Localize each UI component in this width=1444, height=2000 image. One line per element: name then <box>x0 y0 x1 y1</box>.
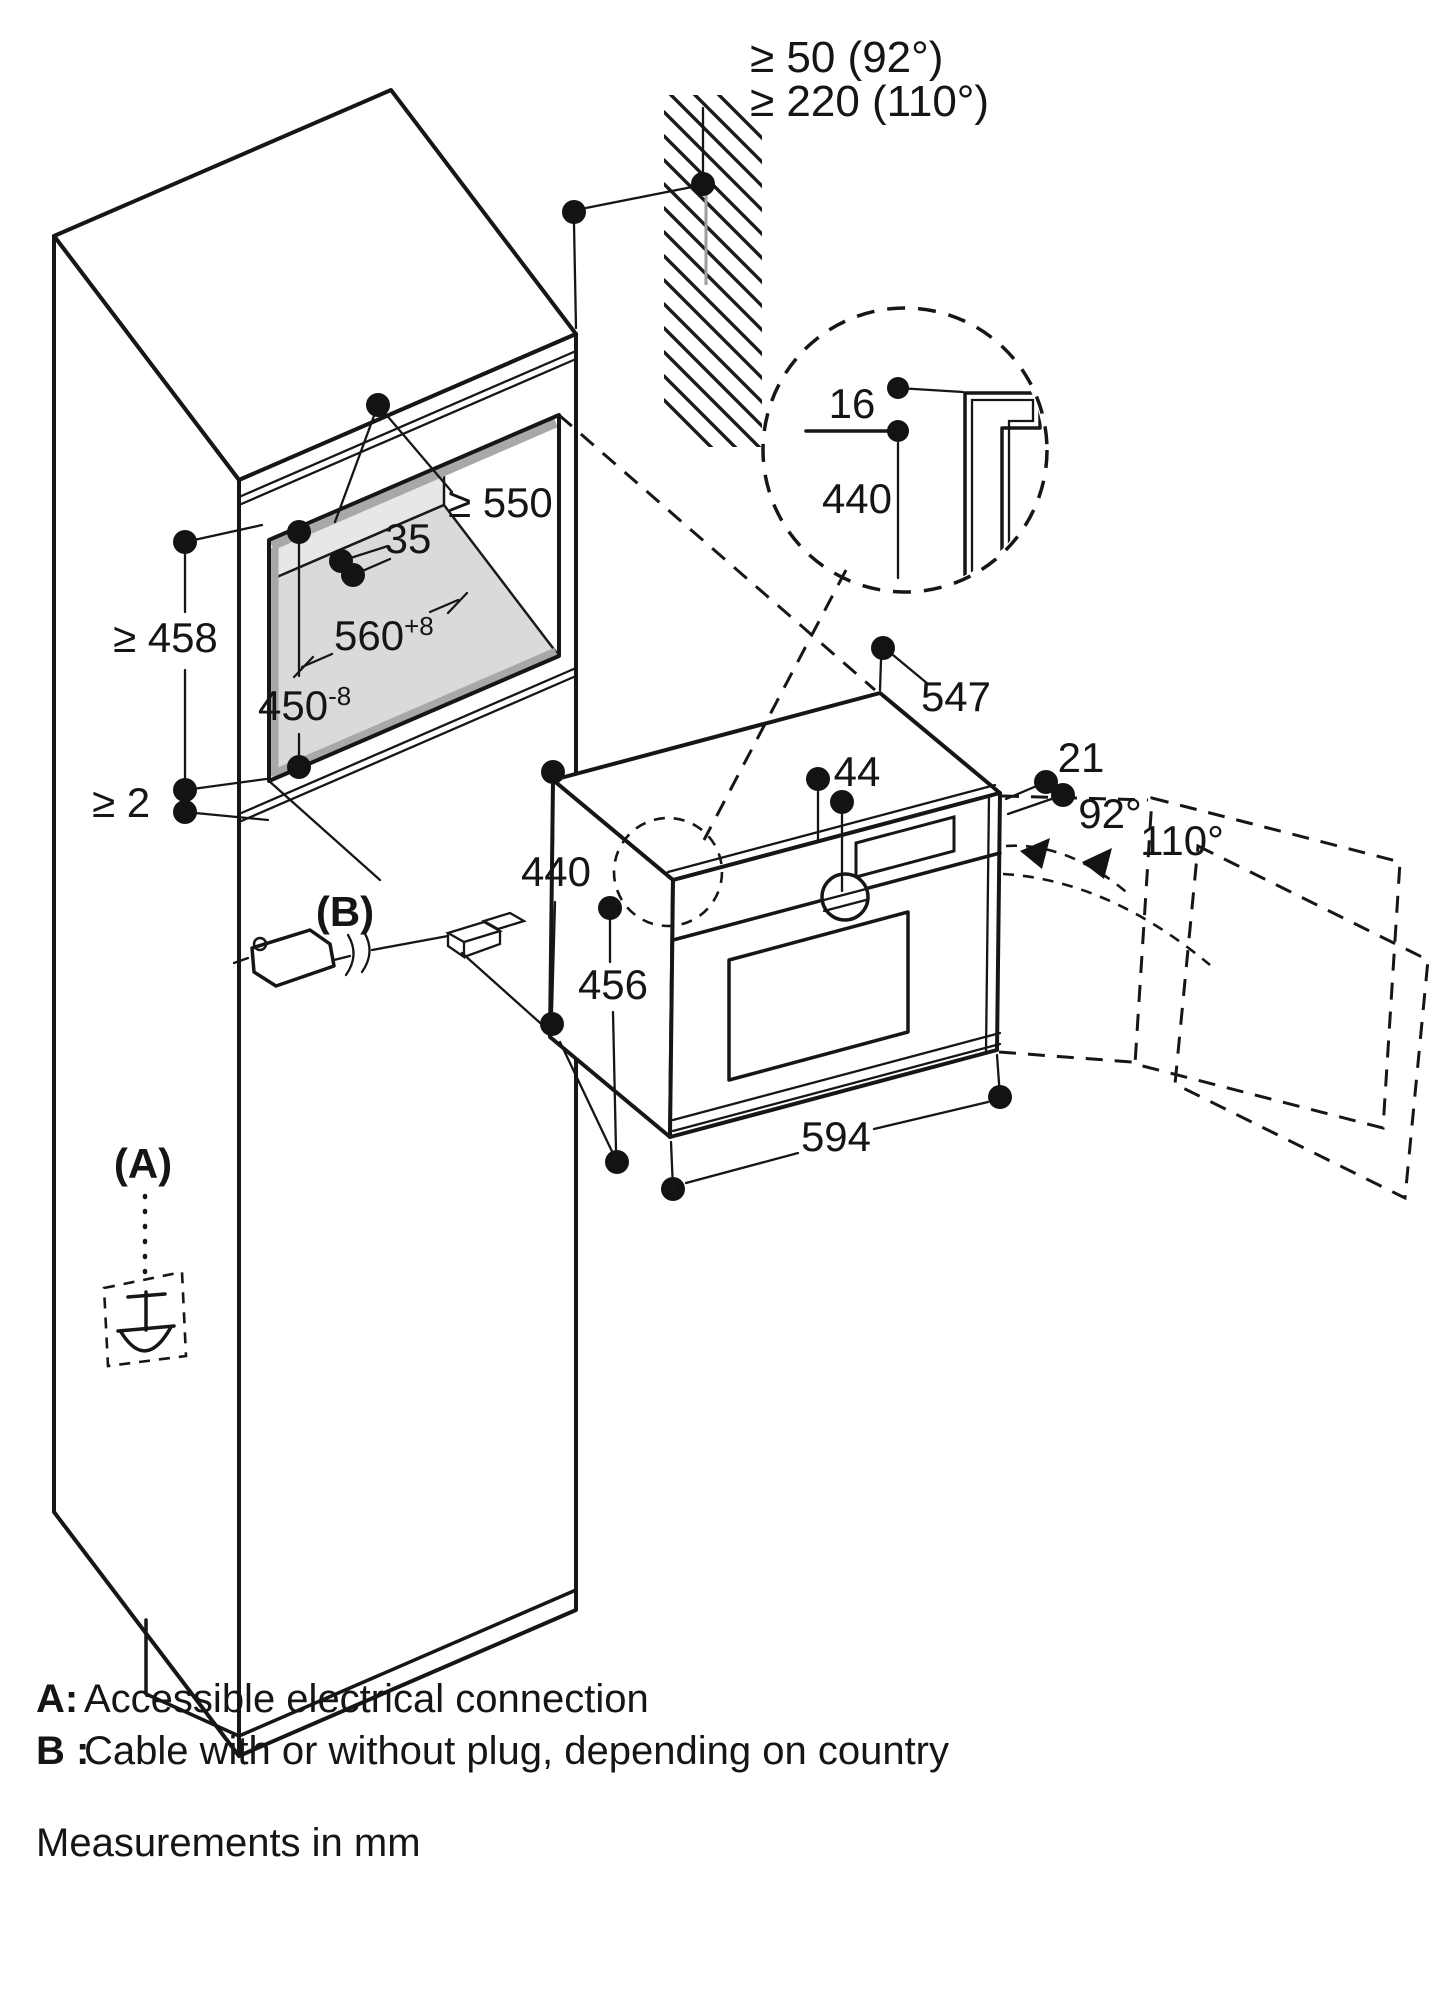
swing-arrow-110 <box>1082 848 1112 879</box>
svg-text:92°: 92° <box>1078 790 1142 837</box>
swing-arrow-92 <box>1020 838 1050 869</box>
socket-icon <box>116 1290 176 1353</box>
dim-niche-width: 560+8 <box>292 591 469 679</box>
dim-niche-height: 450-8 <box>258 520 351 779</box>
wall-hatch <box>664 95 762 447</box>
oven-front-face <box>668 791 1002 1139</box>
door-open-110 <box>1173 843 1430 1201</box>
legend-b-key: B : <box>36 1729 89 1773</box>
insertion-guides <box>267 413 876 1032</box>
label-a: (A) <box>114 1140 172 1187</box>
connection-a: (A) <box>102 1140 188 1368</box>
dim-detail-flange: 16 <box>829 380 876 427</box>
dim-bottom-gap: ≥ 2 <box>92 779 150 826</box>
dim-appliance-depth: 547 <box>871 636 991 720</box>
legend-a-text: Accessible electrical connection <box>84 1677 649 1721</box>
control-knob <box>820 872 870 922</box>
cabinet-toe-kick <box>144 1618 241 1738</box>
door-window <box>727 910 910 1082</box>
dim-appliance-width: 594 <box>661 1053 1012 1201</box>
cable-b: (B) <box>232 888 527 988</box>
legend: A: Accessible electrical connection B : … <box>36 1677 949 1773</box>
door-swing <box>998 794 1430 1201</box>
dim-niche-depth: ≥ 550 <box>333 393 553 526</box>
niche-opening <box>267 413 561 783</box>
svg-text:456: 456 <box>578 961 648 1008</box>
dim-appliance-front-depth: 456 <box>558 896 648 1174</box>
oven <box>548 691 1002 1139</box>
clearance-92-label: ≥ 50 (92°) <box>750 33 943 82</box>
dim-panel-height: 44 <box>806 748 881 893</box>
clearance-110-label: ≥ 220 (110°) <box>750 77 989 126</box>
dim-detail-height: 440 <box>822 475 892 522</box>
svg-text:560+8: 560+8 <box>334 611 434 659</box>
svg-text:21: 21 <box>1058 734 1105 781</box>
svg-text:547: 547 <box>921 673 991 720</box>
label-b: (B) <box>316 888 374 935</box>
dim-appliance-height: 440 <box>521 760 591 1036</box>
detail-reference-circle <box>612 816 724 928</box>
cabinet <box>52 88 578 1758</box>
dim-wall-clearance: ≥ 50 (92°) ≥ 220 (110°) <box>562 33 989 330</box>
display-window <box>854 815 956 879</box>
svg-text:450-8: 450-8 <box>258 681 351 729</box>
legend-a-key: A: <box>36 1677 78 1721</box>
dim-angles: 92° 110° <box>1078 790 1224 864</box>
dim-housing-height: ≥ 458 <box>113 523 270 824</box>
legend-b-text: Cable with or without plug, depending on… <box>84 1729 949 1773</box>
svg-text:44: 44 <box>834 748 881 795</box>
door-open-92 <box>1133 796 1402 1130</box>
detail-circle: 16 440 <box>702 306 1049 841</box>
cabinet-left-face <box>52 234 241 1758</box>
svg-text:35: 35 <box>385 515 432 562</box>
dim-reveal: 35 <box>329 515 431 587</box>
dim-door-clearance: 21 <box>1004 734 1105 816</box>
svg-text:≥ 458: ≥ 458 <box>113 614 218 661</box>
svg-text:≥ 550: ≥ 550 <box>448 479 553 526</box>
svg-text:≥ 2: ≥ 2 <box>92 779 150 826</box>
connection-zone <box>102 1270 188 1368</box>
cable-break <box>344 933 355 977</box>
cable-terminal <box>445 920 503 960</box>
footer-note: Measurements in mm <box>36 1821 421 1865</box>
detail-bubble <box>761 306 1049 594</box>
panel-profile-inner <box>970 398 1035 587</box>
svg-text:440: 440 <box>521 848 591 895</box>
svg-text:594: 594 <box>801 1113 871 1160</box>
plug-icon <box>250 928 336 988</box>
svg-text:110°: 110° <box>1140 817 1224 864</box>
